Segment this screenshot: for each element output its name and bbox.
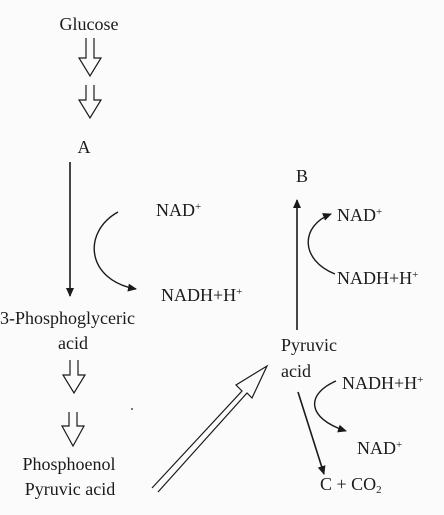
label-phosphoenol-line2: Pyruvic acid: [24, 479, 116, 499]
nad-top-right-text: NAD: [337, 205, 376, 225]
co2-subscript: 2: [376, 484, 382, 496]
label-nad-top-right: NAD+: [337, 205, 382, 225]
hollow-arrow-glucose-2: [77, 85, 103, 120]
label-nadh-top-right: NADH+H+: [337, 268, 418, 288]
nadh-bottom-right-text: NADH+H: [342, 373, 418, 393]
nad-bottom-right-plus: +: [396, 439, 403, 451]
stray-dot: [131, 408, 133, 410]
nadh-left-plus: +: [236, 286, 243, 298]
label-nad-bottom-right: NAD+: [357, 438, 402, 458]
hollow-arrow-phospho-2: [60, 412, 86, 448]
nadh-top-right-plus: +: [412, 269, 419, 281]
arrow-pyruvic-to-c: [297, 391, 326, 475]
label-b: B: [295, 166, 309, 186]
label-pyruvic-line2: acid: [281, 361, 311, 381]
hollow-arrow-pep-to-pyruvic: [151, 364, 269, 493]
nadh-bottom-right-plus: +: [417, 374, 424, 386]
label-phosphoenol-line1: Phosphoenol: [22, 454, 116, 474]
label-glucose: Glucose: [59, 14, 119, 34]
label-a: A: [77, 137, 91, 157]
nad-bottom-right-text: NAD: [357, 438, 396, 458]
hollow-arrow-phospho-1: [61, 360, 87, 395]
curve-nad-to-nadh-left: [93, 211, 137, 292]
label-c-co2: C + CO2: [320, 474, 382, 496]
label-pyruvic-line1: Pyruvic: [281, 335, 337, 355]
label-nadh-left: NADH+H+: [161, 285, 242, 305]
label-nad-left: NAD+: [156, 200, 201, 220]
label-phosphoglyceric-line1: 3-Phosphoglyceric: [0, 308, 135, 328]
label-nadh-bottom-right: NADH+H+: [342, 373, 423, 393]
hollow-arrow-glucose-1: [77, 38, 103, 78]
nadh-left-text: NADH+H: [161, 285, 237, 305]
nad-top-right-plus: +: [376, 206, 383, 218]
c-co2-text: C + CO: [320, 474, 377, 494]
curve-nadh-to-nad-bottom-right: [314, 380, 347, 433]
nad-left-plus: +: [195, 201, 202, 213]
curve-nadh-to-nad-top-right: [307, 213, 336, 275]
label-phosphoglyceric-line2: acid: [58, 333, 88, 353]
nadh-top-right-text: NADH+H: [337, 268, 413, 288]
nad-left-text: NAD: [156, 200, 195, 220]
